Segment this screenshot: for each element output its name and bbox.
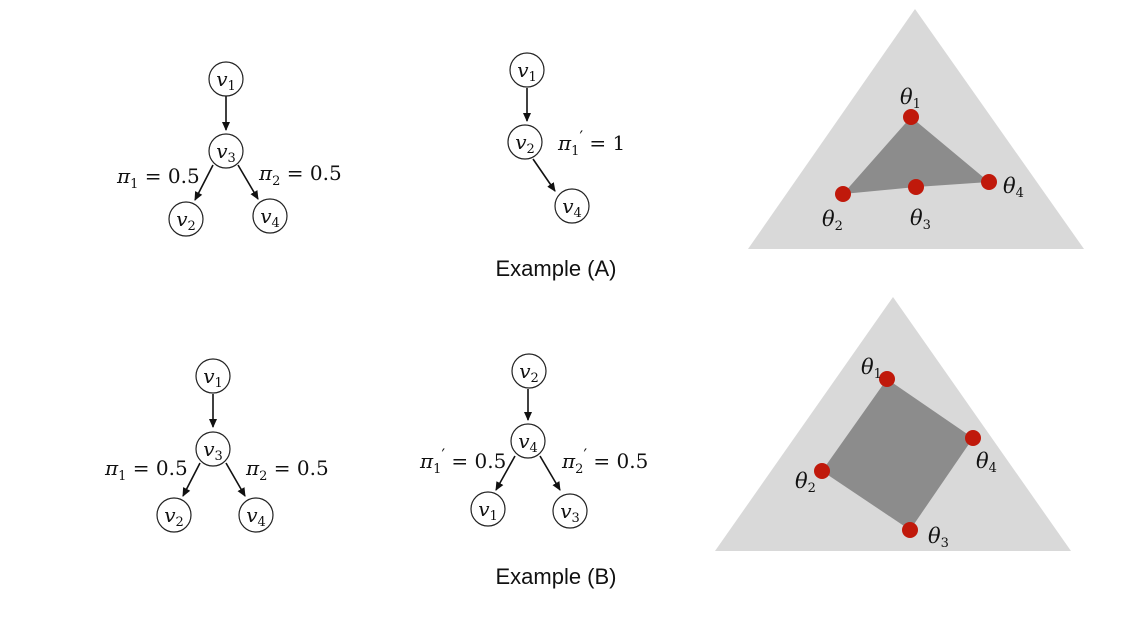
example-a-simplex: θ1 θ2 θ3 θ4: [748, 9, 1084, 249]
point-theta-4: [981, 174, 997, 190]
point-theta-3: [902, 522, 918, 538]
node-root: v2: [511, 353, 547, 389]
svg-text:v1: v1: [203, 364, 223, 391]
edge-mid-to-right: [539, 455, 561, 491]
svg-text:v1: v1: [478, 497, 498, 524]
example-b-tree-2: v2 v4 v1 v3 π1′ = 0.5 π2′ = 0.5: [419, 353, 648, 529]
node-right: v4: [238, 497, 274, 533]
svg-text:v2: v2: [515, 130, 535, 157]
node-left: v1: [470, 491, 506, 527]
point-theta-1: [879, 371, 895, 387]
point-theta-2: [814, 463, 830, 479]
svg-text:v3: v3: [560, 499, 580, 526]
point-theta-4: [965, 430, 981, 446]
svg-text:v3: v3: [203, 437, 223, 464]
example-a-tree-1: v1 v3 v2 v4 π1 = 0.5 π2 = 0.5: [116, 61, 342, 237]
example-b: v1 v3 v2 v4 π1 = 0.5 π2 = 0.5: [104, 297, 1071, 589]
node-root: v1: [509, 52, 545, 88]
svg-text:v2: v2: [164, 503, 184, 530]
svg-text:v4: v4: [562, 194, 582, 221]
node-root: v1: [208, 61, 244, 97]
weight-prime: π1′ = 1: [557, 127, 625, 159]
edge-mid-to-left: [194, 164, 214, 201]
svg-text:v1: v1: [517, 58, 537, 85]
node-mid: v3: [195, 431, 231, 467]
label-theta-3: θ3: [928, 524, 949, 551]
node-mid: v3: [208, 133, 244, 169]
node-root: v1: [195, 358, 231, 394]
node-leaf: v4: [554, 188, 590, 224]
label-theta-3: θ3: [910, 206, 931, 233]
weight-right-prime: π2′ = 0.5: [561, 445, 648, 477]
node-right: v4: [252, 198, 288, 234]
node-left: v2: [168, 201, 204, 237]
svg-text:v1: v1: [216, 67, 236, 94]
caption-example-b: Example (B): [495, 564, 616, 589]
weight-right: π2 = 0.5: [245, 456, 329, 484]
edge-mid-to-leaf: [532, 158, 556, 192]
weight-left: π1 = 0.5: [116, 164, 200, 192]
convex-hull: [822, 379, 973, 530]
node-right: v3: [552, 493, 588, 529]
svg-text:v4: v4: [518, 429, 538, 456]
node-left: v2: [156, 497, 192, 533]
example-a: v1 v3 v2 v4 π1 = 0.5 π2 = 0.5 v1: [116, 9, 1084, 281]
edge-mid-to-right: [225, 462, 246, 497]
svg-text:v4: v4: [246, 503, 266, 530]
node-mid: v4: [510, 423, 546, 459]
edge-mid-to-right: [237, 164, 259, 200]
example-a-tree-2: v1 v2 v4 π1′ = 1: [507, 52, 625, 224]
example-b-simplex: θ1 θ2 θ3 θ4: [715, 297, 1071, 551]
label-theta-2: θ2: [795, 469, 816, 496]
svg-text:v4: v4: [260, 204, 280, 231]
weight-left: π1 = 0.5: [104, 456, 188, 484]
label-theta-4: θ4: [976, 449, 997, 476]
edge-mid-to-left: [182, 462, 201, 497]
svg-text:v3: v3: [216, 139, 236, 166]
example-b-tree-1: v1 v3 v2 v4 π1 = 0.5 π2 = 0.5: [104, 358, 329, 533]
label-theta-1: θ1: [861, 355, 882, 382]
node-mid: v2: [507, 124, 543, 160]
edge-mid-to-left: [495, 455, 516, 491]
svg-text:v2: v2: [176, 207, 196, 234]
point-theta-2: [835, 186, 851, 202]
point-theta-1: [903, 109, 919, 125]
convex-hull: [843, 117, 989, 194]
point-theta-3: [908, 179, 924, 195]
weight-left-prime: π1′ = 0.5: [419, 445, 506, 477]
caption-example-a: Example (A): [495, 256, 616, 281]
label-theta-2: θ2: [822, 207, 843, 234]
label-theta-4: θ4: [1003, 174, 1024, 201]
weight-right: π2 = 0.5: [258, 161, 342, 189]
label-theta-1: θ1: [900, 85, 921, 112]
svg-text:v2: v2: [519, 359, 539, 386]
